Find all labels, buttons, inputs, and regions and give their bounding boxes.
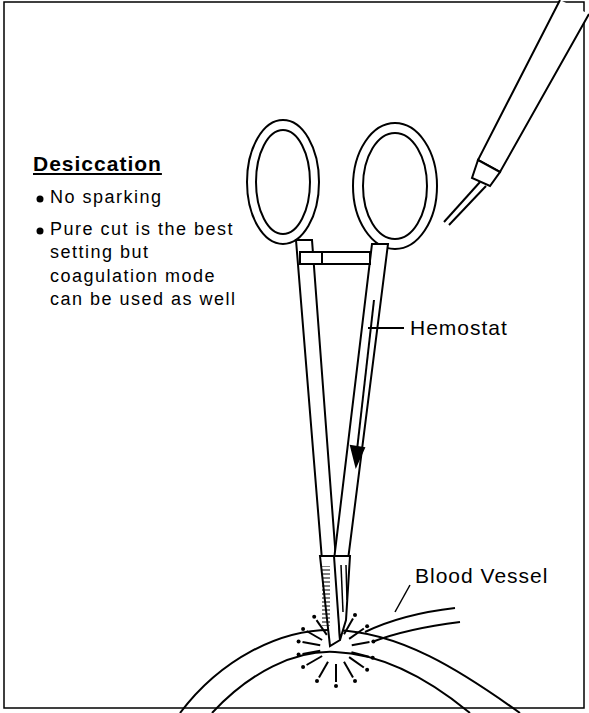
leader-line — [368, 327, 404, 329]
spark-dot — [353, 613, 357, 617]
bullet-dot — [37, 196, 44, 203]
spark-dot — [365, 668, 369, 672]
spark-line — [351, 652, 368, 657]
spark-line — [335, 664, 337, 682]
spark-dot — [301, 665, 305, 669]
part-label: Blood Vessel — [415, 562, 575, 589]
frame — [4, 2, 584, 708]
current-arrow — [351, 300, 374, 466]
spark-dot — [312, 615, 316, 619]
spark-dot — [334, 684, 338, 688]
spark-line — [303, 651, 321, 654]
spark-line — [349, 628, 364, 638]
electrode-pen — [444, 0, 589, 225]
spark-line — [344, 662, 353, 678]
spark-dot — [315, 679, 319, 683]
blood-vessel — [180, 608, 520, 713]
bullet-note: Pure cut is the best setting but coagula… — [50, 218, 246, 312]
spark-line — [307, 631, 323, 640]
spark-dot — [301, 627, 305, 631]
spark-dot — [365, 624, 369, 628]
section-heading: Desiccation — [33, 150, 233, 177]
part-label: Hemostat — [410, 314, 550, 341]
spark-line — [307, 656, 323, 665]
spark-dot — [353, 679, 357, 683]
spark-dot — [297, 639, 301, 643]
spark-line — [352, 642, 370, 645]
spark-line — [319, 662, 328, 678]
spark-line — [303, 642, 321, 645]
leader-line — [395, 585, 410, 612]
hemostat-instrument — [247, 120, 437, 646]
bullet-note: No sparking — [50, 186, 250, 209]
spark-line — [349, 657, 364, 667]
spark-dot — [371, 656, 375, 660]
bullet-dot — [37, 228, 44, 235]
spark-dot — [371, 639, 375, 643]
spark-dot — [297, 653, 301, 657]
